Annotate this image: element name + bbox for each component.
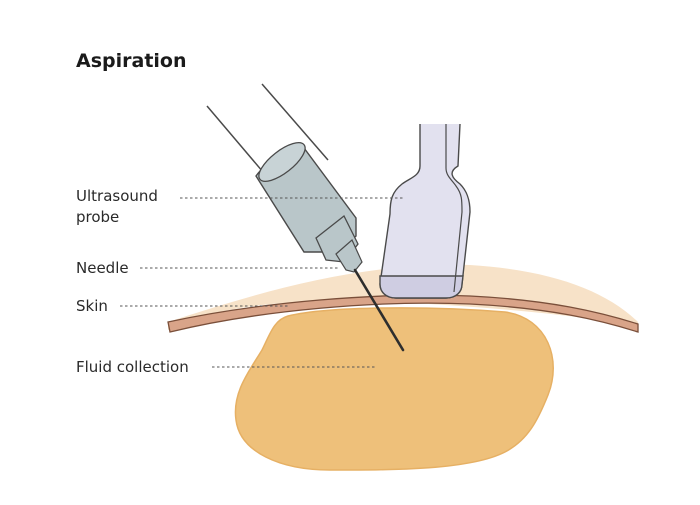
leader-lines (120, 197, 404, 368)
label-ultrasound-probe-line1: Ultrasound (76, 187, 158, 205)
ultrasound-probe (379, 123, 471, 299)
label-needle: Needle (76, 259, 129, 277)
label-ultrasound-probe: Ultrasound probe (76, 186, 158, 228)
syringe (206, 83, 363, 273)
fluid-collection-shape (234, 307, 554, 471)
label-ultrasound-probe-line2: probe (76, 208, 120, 226)
needle-shaft (353, 268, 405, 352)
label-fluid-collection: Fluid collection (76, 358, 189, 376)
diagram-title: Aspiration (76, 50, 187, 72)
skin-layer (167, 294, 639, 333)
label-skin: Skin (76, 297, 108, 315)
